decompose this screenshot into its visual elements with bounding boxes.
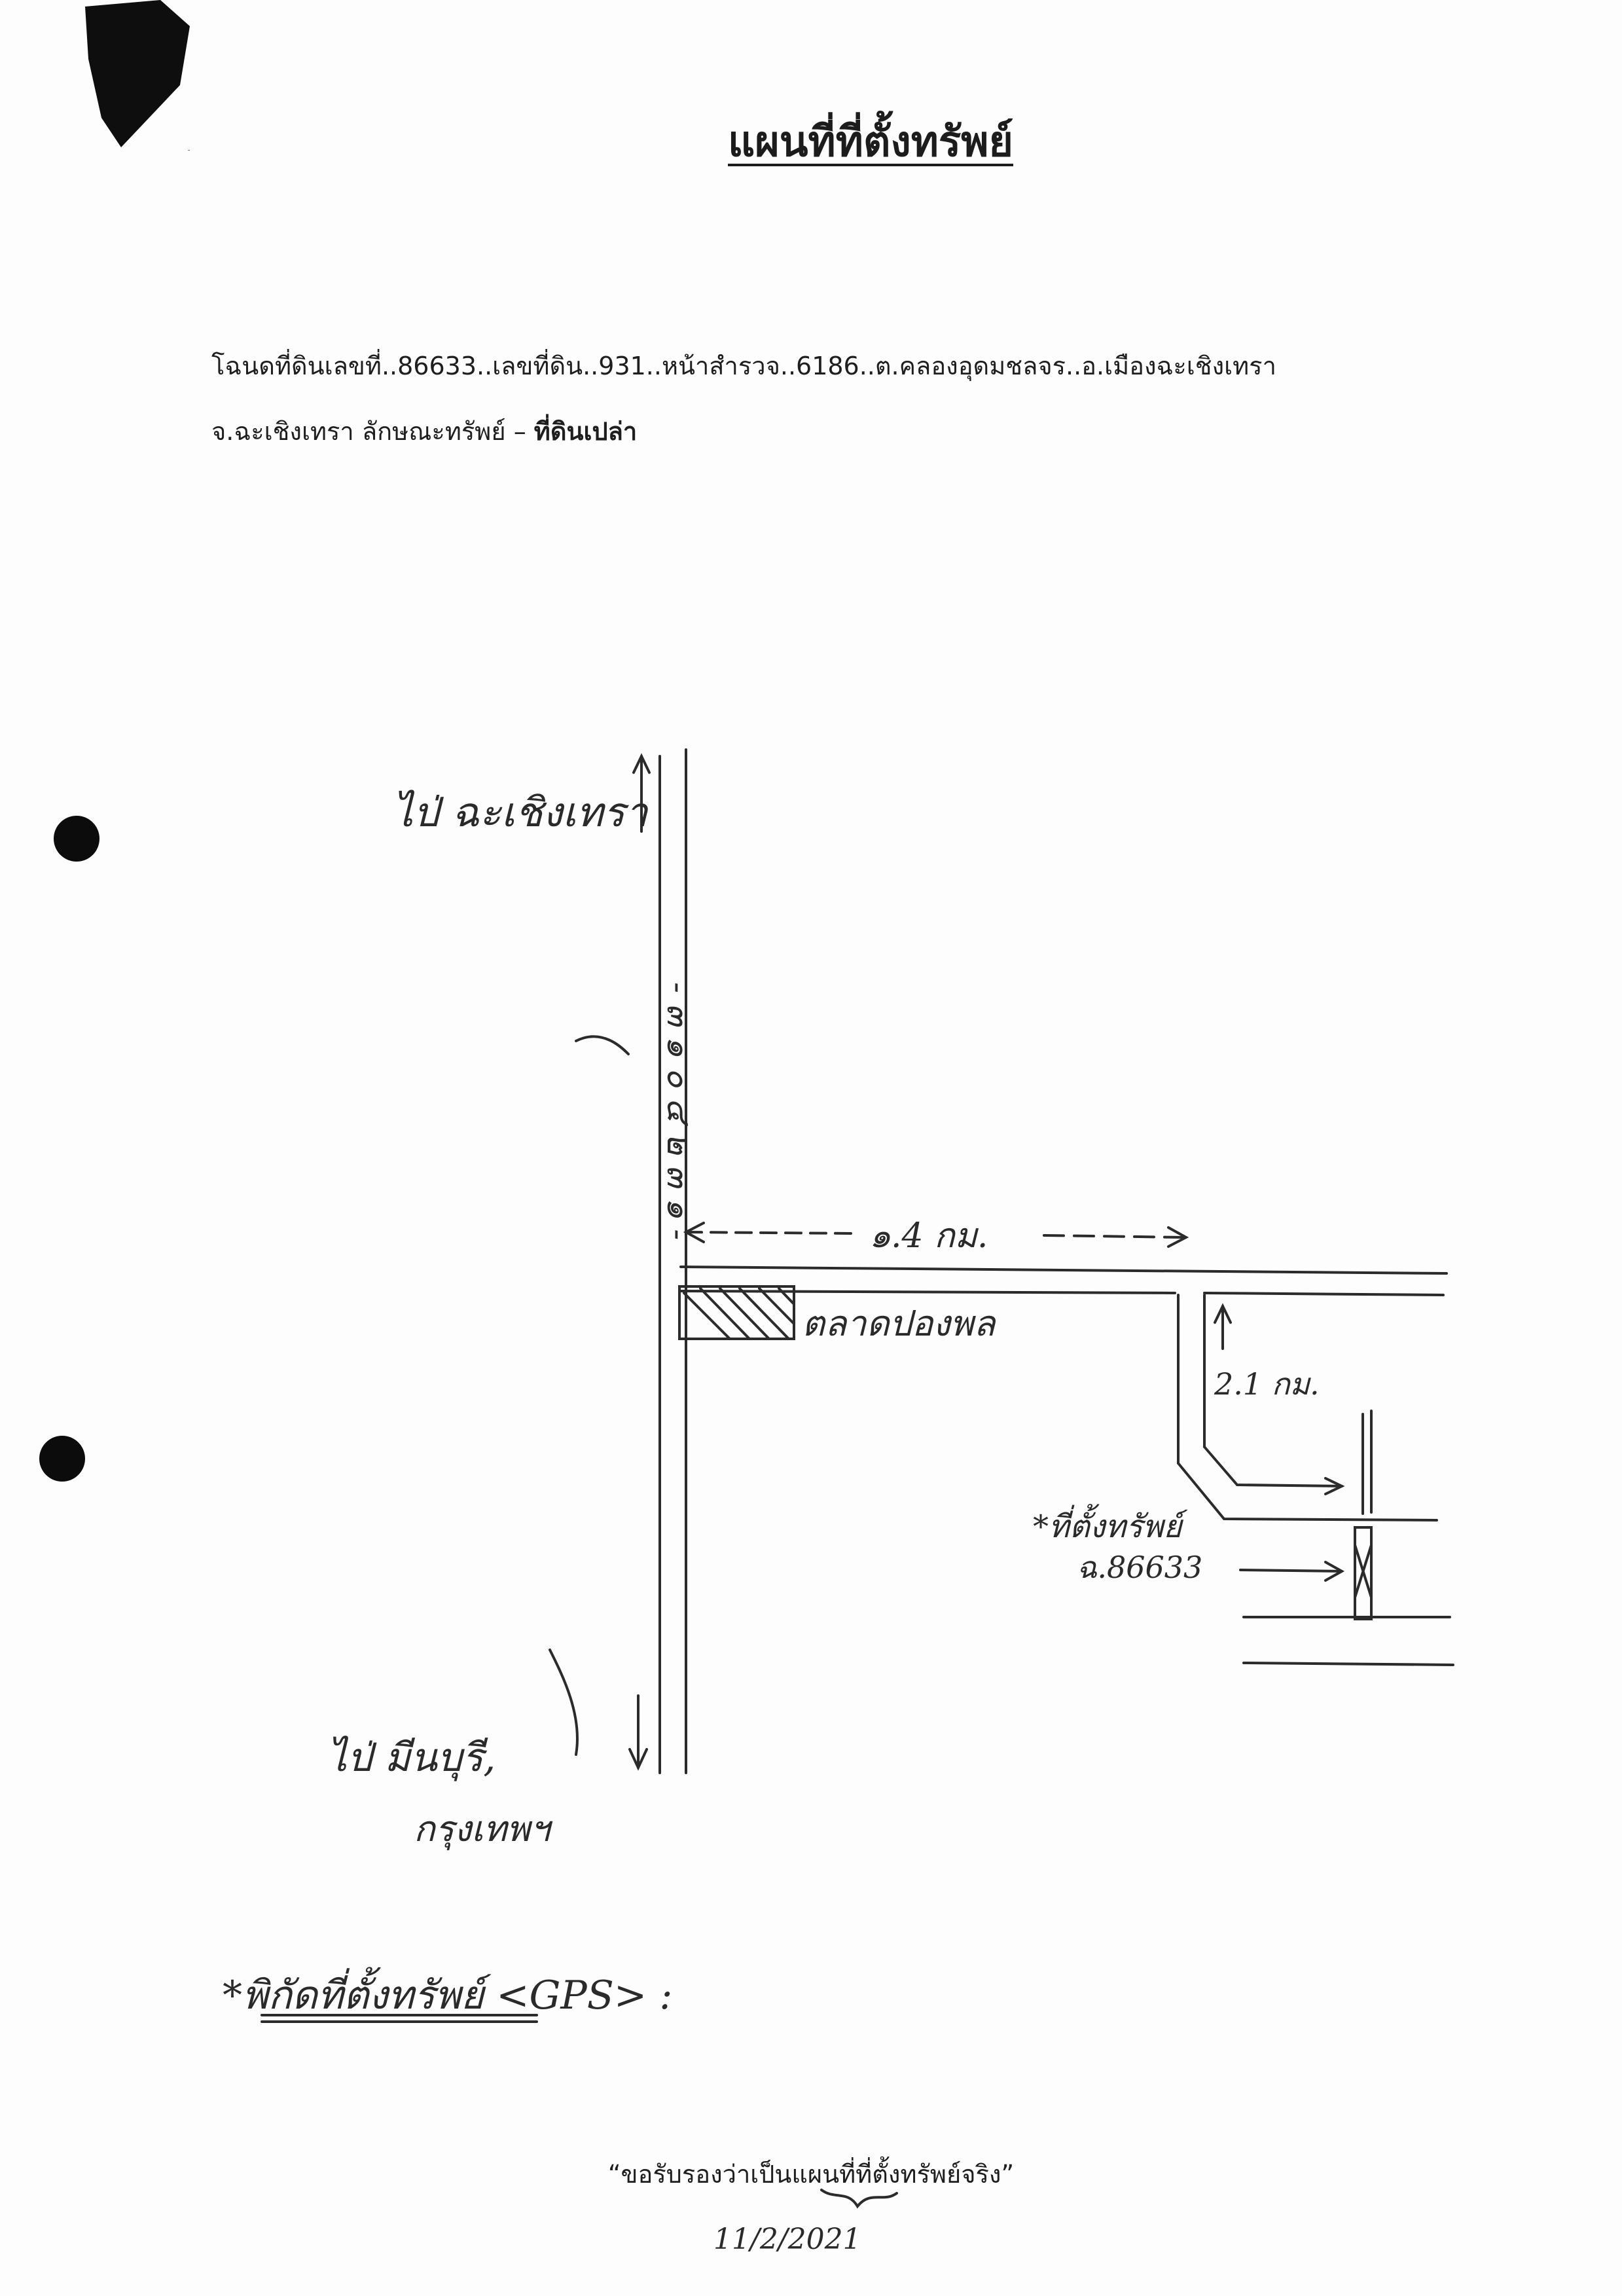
label-gps: *พิกัดที่ตั้งทรัพย์ <GPS> : bbox=[223, 1967, 672, 2018]
property-type-line: จ.ฉะเชิงเทรา ลักษณะทรัพย์ – ที่ดินเปล่า bbox=[211, 411, 637, 451]
label-property: *ที่ตั้งทรัพย์ bbox=[1033, 1504, 1187, 1545]
label-distance-east: ๑.4 กม. bbox=[869, 1216, 988, 1256]
label-to-north: ไป่ ฉะเชิงเทรา bbox=[393, 788, 649, 836]
label-property-deed: ฉ.86633 bbox=[1077, 1550, 1202, 1585]
page-title: แผนที่ที่ตั้งทรัพย์ bbox=[728, 118, 1013, 166]
deed-details: โฉนดที่ดินเลขที่..86633..เลขที่ดิน..931.… bbox=[211, 352, 1276, 380]
distance-arrow-east bbox=[685, 1231, 856, 1235]
province-prefix: จ.ฉะเชิงเทรา ลักษณะทรัพย์ – bbox=[211, 417, 534, 446]
signature bbox=[820, 2189, 898, 2209]
property-arrow bbox=[1239, 1569, 1343, 1573]
label-highway-number: - ๓ ๑ ๐ ๔ ๒ ๓ ๑ - bbox=[660, 982, 698, 1240]
punch-hole-bottom bbox=[39, 1436, 85, 1482]
east-road-north-edge bbox=[679, 1266, 1448, 1275]
label-distance-south: 2.1 กม. bbox=[1214, 1366, 1320, 1402]
property-type: ที่ดินเปล่า bbox=[533, 417, 638, 446]
certification-note: “ขอรับรองว่าเป็นแผนที่ที่ตั้งทรัพย์จริง” bbox=[607, 2160, 1015, 2189]
east-road-south-edge bbox=[679, 1290, 1176, 1294]
label-to-south-2: กรุงเทพฯ bbox=[414, 1808, 553, 1851]
torn-corner-mark bbox=[85, 0, 190, 151]
label-market: ตลาดปองพล bbox=[802, 1303, 997, 1344]
punch-hole-top bbox=[54, 816, 99, 862]
market-block bbox=[678, 1285, 795, 1340]
signature-date: 11/2/2021 bbox=[713, 2223, 861, 2256]
label-to-south-1: ไป่ มีนบุรี, bbox=[327, 1735, 496, 1781]
property-plot bbox=[1354, 1526, 1373, 1620]
